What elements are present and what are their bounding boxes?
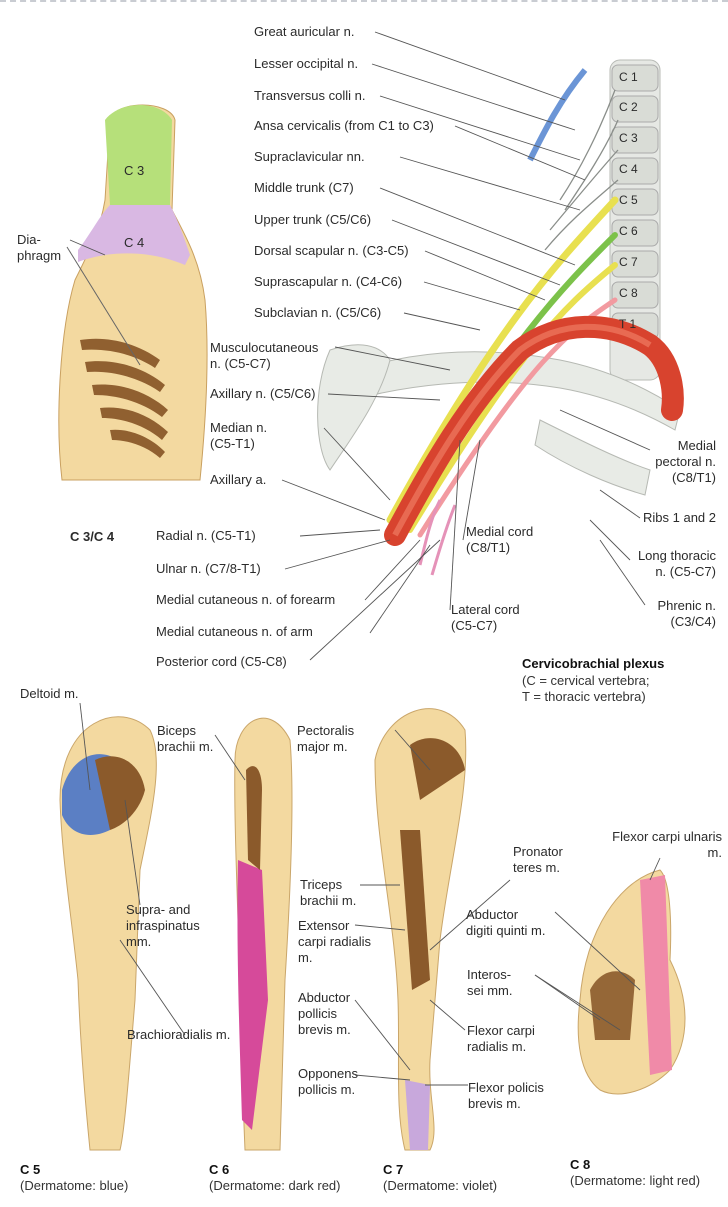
lesser-occipital-label: Lesser occipital n.: [254, 56, 358, 72]
axillary-nerve-label: Axillary n. (C5/C6): [210, 386, 315, 402]
vertebra-c7: C 7: [619, 254, 638, 270]
ansa-cervicalis-label: Ansa cervicalis (from C1 to C3): [254, 118, 434, 134]
middle-trunk-label: Middle trunk (C7): [254, 180, 354, 196]
interossei-label: Interos-sei mm.: [467, 967, 513, 999]
vertebra-c3: C 3: [619, 130, 638, 146]
supraclavicular-label: Supraclavicular nn.: [254, 149, 365, 165]
vertebra-c4: C 4: [619, 161, 638, 177]
vertebra-c1: C 1: [619, 69, 638, 85]
ulnar-nerve-label: Ulnar n. (C7/8-T1): [156, 561, 261, 577]
c5-caption: C 5(Dermatome: blue): [20, 1162, 128, 1194]
figure-legend: (C = cervical vertebra;T = thoracic vert…: [522, 673, 650, 705]
subclavian-label: Subclavian n. (C5/C6): [254, 305, 381, 321]
vertebra-c8: C 8: [619, 285, 638, 301]
medial-cutaneous-forearm-label: Medial cutaneous n. of forearm: [156, 592, 335, 608]
c8-caption: C 8(Dermatome: light red): [570, 1157, 700, 1189]
deltoid-label: Deltoid m.: [20, 686, 79, 702]
vertebra-c6: C 6: [619, 223, 638, 239]
c3-zone-label: C 3: [124, 163, 144, 179]
radial-nerve-label: Radial n. (C5-T1): [156, 528, 256, 544]
c6-caption: C 6(Dermatome: dark red): [209, 1162, 340, 1194]
c8-hand-figure: [535, 858, 685, 1094]
brachioradialis-label: Brachioradialis m.: [127, 1027, 230, 1043]
c7-caption: C 7(Dermatome: violet): [383, 1162, 497, 1194]
transversus-colli-label: Transversus colli n.: [254, 88, 366, 104]
posterior-cord-label: Posterior cord (C5-C8): [156, 654, 287, 670]
vertebra-c5: C 5: [619, 192, 638, 208]
lateral-cord-label: Lateral cord(C5-C7): [451, 602, 520, 634]
phrenic-label: Phrenic n.(C3/C4): [657, 598, 716, 630]
upper-trunk-label: Upper trunk (C5/C6): [254, 212, 371, 228]
dorsal-scapular-label: Dorsal scapular n. (C3-C5): [254, 243, 409, 259]
c3-c4-torso-figure: [59, 105, 207, 480]
c4-zone-label: C 4: [124, 235, 144, 251]
suprascapular-label: Suprascapular n. (C4-C6): [254, 274, 402, 290]
c3-c4-caption: C 3/C 4: [70, 529, 114, 545]
figure-title: Cervicobrachial plexus: [522, 656, 664, 672]
great-auricular-label: Great auricular n.: [254, 24, 354, 40]
c6-arm-figure: [215, 718, 292, 1150]
vertebra-t1: T 1: [619, 316, 636, 332]
axillary-artery-label: Axillary a.: [210, 472, 266, 488]
c3-zone: [105, 105, 172, 205]
ribs-label: Ribs 1 and 2: [643, 510, 716, 526]
medial-cutaneous-arm-label: Medial cutaneous n. of arm: [156, 624, 313, 640]
medial-cord-label: Medial cord(C8/T1): [466, 524, 533, 556]
median-nerve-label: Median n.(C5-T1): [210, 420, 267, 452]
diaphragm-label: Dia-phragm: [17, 232, 61, 264]
vertebra-c2: C 2: [619, 99, 638, 115]
